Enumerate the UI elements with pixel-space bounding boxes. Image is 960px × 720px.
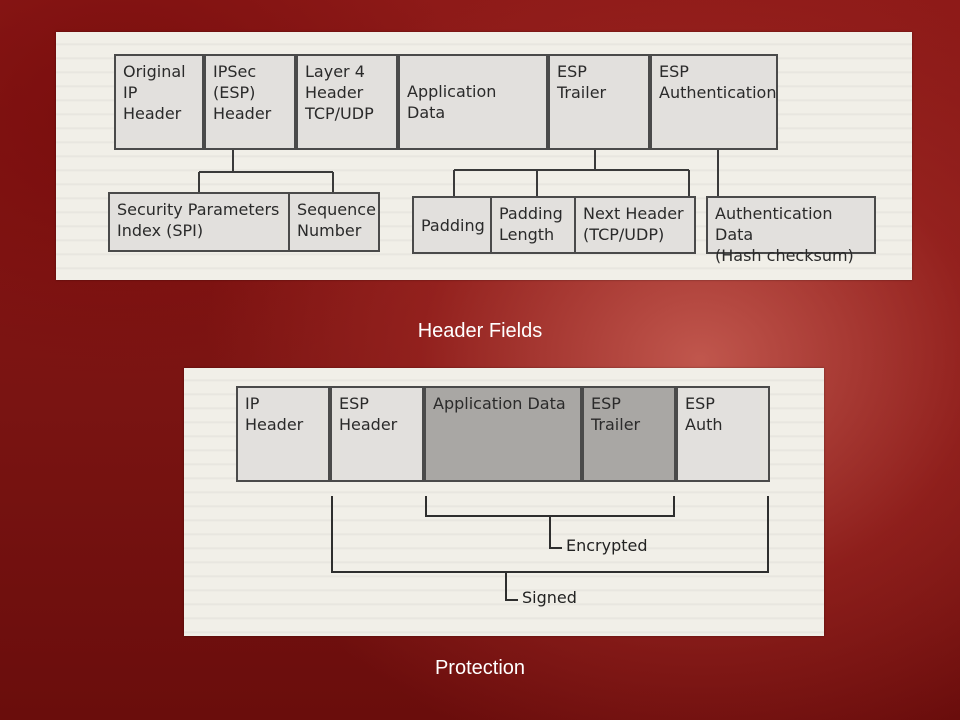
field-original-ip-header: Original IP Header — [114, 54, 204, 150]
field-label: ESP Authentication — [659, 62, 777, 102]
caption-protection: Protection — [434, 657, 526, 679]
field-label: IPSec (ESP) Header — [213, 62, 272, 123]
field-label: IP Header — [245, 394, 304, 434]
prot-field-esp-header: ESP Header — [330, 386, 424, 482]
trailer-part-next-header: Next Header (TCP/UDP) — [574, 196, 696, 254]
part-label: Padding — [421, 215, 485, 235]
part-label: Padding Length — [499, 204, 563, 244]
encrypted-label: Encrypted — [566, 536, 648, 555]
field-esp-trailer: ESP Trailer — [548, 54, 650, 150]
header-fields-connectors — [198, 150, 719, 196]
part-label: Authentication Data (Hash checksum) — [715, 204, 854, 265]
field-label: ESP Trailer — [591, 394, 641, 434]
protection-brackets — [331, 496, 769, 601]
prot-field-application-data: Application Data — [424, 386, 582, 482]
prot-field-ip-header: IP Header — [236, 386, 330, 482]
field-label: ESP Trailer — [557, 62, 607, 102]
field-label: Application Data — [407, 82, 497, 122]
esp-header-part-sequence: Sequence Number — [288, 192, 380, 252]
field-label: Layer 4 Header TCP/UDP — [305, 62, 374, 123]
field-label: Original IP Header — [123, 62, 186, 123]
part-label: Security Parameters Index (SPI) — [117, 200, 280, 240]
trailer-part-padding: Padding — [412, 196, 492, 254]
header-fields-figure: Original IP Header IPSec (ESP) Header La… — [56, 32, 912, 280]
prot-field-esp-auth: ESP Auth — [676, 386, 770, 482]
trailer-part-padding-length: Padding Length — [490, 196, 576, 254]
part-label: Sequence Number — [297, 200, 376, 240]
esp-header-part-spi: Security Parameters Index (SPI) — [108, 192, 290, 252]
signed-label: Signed — [522, 588, 577, 607]
field-ipsec-esp-header: IPSec (ESP) Header — [204, 54, 296, 150]
field-esp-authentication: ESP Authentication — [650, 54, 778, 150]
field-label: ESP Auth — [685, 394, 723, 434]
auth-part-authentication-data: Authentication Data (Hash checksum) — [706, 196, 876, 265]
protection-figure: IP Header ESP Header Application Data ES… — [184, 368, 824, 636]
field-label: Application Data — [433, 394, 566, 413]
part-label: Next Header (TCP/UDP) — [583, 204, 684, 244]
field-label: ESP Header — [339, 394, 398, 434]
field-application-data: Application Data — [398, 54, 548, 150]
field-layer4-header: Layer 4 Header TCP/UDP — [296, 54, 398, 150]
prot-field-esp-trailer: ESP Trailer — [582, 386, 676, 482]
caption-header-fields: Header Fields — [417, 320, 543, 342]
